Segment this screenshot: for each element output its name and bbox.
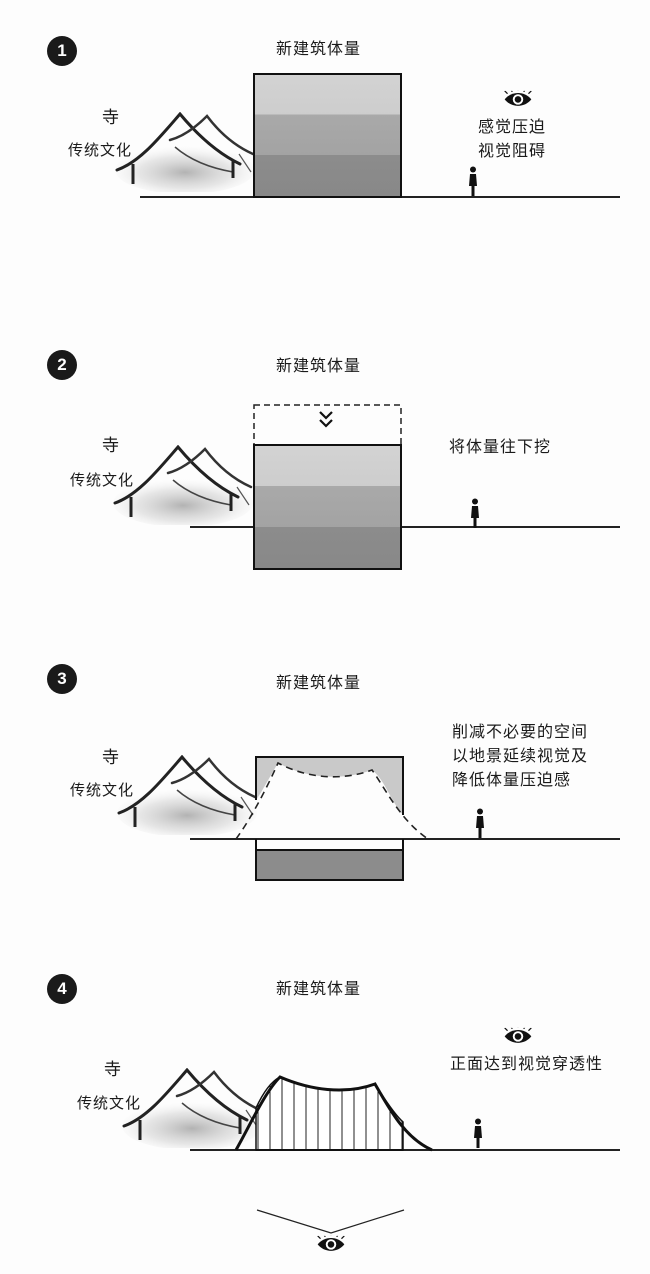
note-line: 降低体量压迫感 [452,770,572,789]
note-line: 削减不必要的空间 [452,722,589,741]
cut-away-region [256,757,403,815]
double-chevron-down-icon [319,411,333,428]
building-base [255,849,404,881]
temple-illustration [117,755,257,835]
note-line: 视觉阻碍 [478,141,547,160]
note-line: 感觉压迫 [478,117,547,136]
temple-illustration [113,445,253,525]
note-line: 将体量往下挖 [449,437,552,456]
culture-label: 传统文化 [68,141,133,159]
note-line: 正面达到视觉穿透性 [450,1054,604,1073]
eye-icon [504,90,532,107]
temple-label: 寺 [102,108,119,128]
panel-note: 将体量往下挖 [449,435,551,459]
view-cone-lines [256,1209,405,1234]
building-volume [253,444,402,570]
landscape-roof-profile [234,1075,433,1152]
note-line: 以地景延续视觉及 [452,746,589,765]
person-icon [474,1118,482,1148]
panel-note: 感觉压迫 视觉阻碍 [478,115,546,163]
panel-1: 1 新建筑体量 寺 传统文化 感觉压迫 视觉阻碍 [0,0,650,310]
temple-label: 寺 [104,1060,121,1080]
panel-1-scene [115,73,620,198]
panel-title: 新建筑体量 [276,356,362,375]
panel-title: 新建筑体量 [276,979,362,998]
building-outline [255,756,404,815]
panel-4: 4 新建筑体量 寺 传统文化 正面达到视觉穿透性 [0,960,650,1274]
panel-4-scene [122,1068,620,1234]
temple-illustration [115,112,255,192]
building-volume [253,73,402,198]
step-badge: 3 [47,664,77,694]
culture-label: 传统文化 [77,1094,142,1112]
panel-3: 3 新建筑体量 寺 传统文化 削减不必要的空间 以地景延续视觉及 降低体量压迫感 [0,630,650,960]
person-icon [476,808,484,838]
step-badge: 2 [47,350,77,380]
step-badge: 4 [47,974,77,1004]
culture-label: 传统文化 [70,781,135,799]
person-icon [469,166,477,196]
culture-label: 传统文化 [70,471,135,489]
panel-2: 2 新建筑体量 寺 传统文化 将体量往下挖 [0,310,650,630]
transparent-facade [255,1076,404,1151]
panel-note: 正面达到视觉穿透性 [450,1052,603,1076]
temple-label: 寺 [102,436,119,456]
landscape-roof-profile [235,761,429,840]
step-badge: 1 [47,36,77,66]
panel-note: 削减不必要的空间 以地景延续视觉及 降低体量压迫感 [452,720,588,792]
panel-2-scene [113,404,620,570]
eye-icon [504,1027,532,1044]
panel-title: 新建筑体量 [276,39,362,58]
panel-3-scene [117,755,620,881]
person-icon [471,498,479,528]
eye-icon [317,1235,345,1252]
temple-label: 寺 [102,748,119,768]
panel-title: 新建筑体量 [276,673,362,692]
